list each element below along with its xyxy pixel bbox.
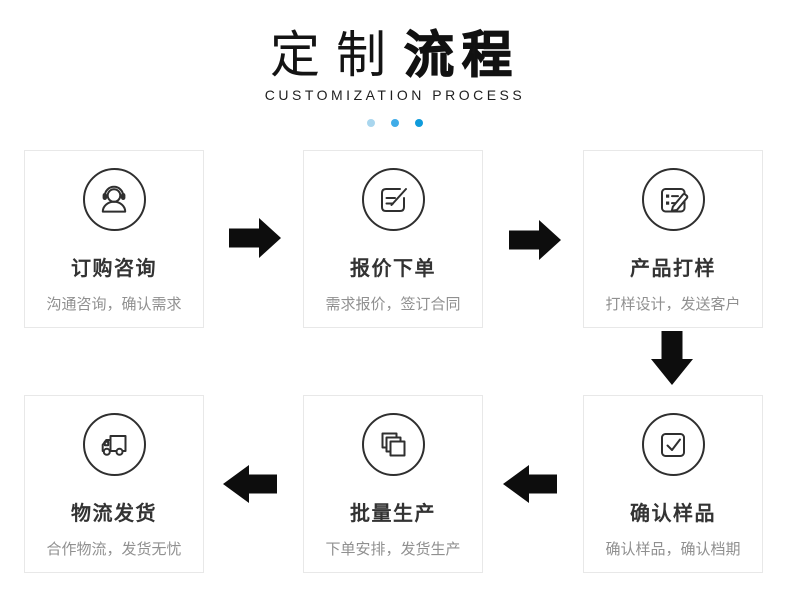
checkbox-confirm-icon [641, 413, 705, 476]
arrow-left-step4-to-step5 [503, 465, 557, 503]
page-title: 定制流程 [0, 26, 790, 84]
step-card-product-sampling: 产品打样 打样设计，发送客户 [583, 150, 763, 328]
step-desc: 需求报价，签订合同 [325, 296, 461, 313]
headset-support-icon [82, 168, 146, 231]
page-title-bold: 流程 [403, 26, 520, 83]
arrow-right-step2-to-step3 [509, 220, 561, 260]
step-card-order-consultation: 订购咨询 沟通咨询，确认需求 [24, 150, 204, 328]
step-title: 产品打样 [630, 258, 716, 280]
arrow-down-step3-to-step4 [651, 331, 693, 385]
dot-3 [415, 119, 423, 127]
step-card-mass-production: 批量生产 下单安排，发货生产 [303, 395, 483, 573]
step-card-logistics-delivery: 物流发货 合作物流，发货无忧 [24, 395, 204, 573]
dot-1 [367, 119, 375, 127]
batch-copies-icon [361, 413, 425, 476]
delivery-truck-icon [82, 413, 146, 476]
step-title: 报价下单 [350, 258, 436, 280]
arrow-left-step5-to-step6 [223, 465, 277, 503]
step-title: 批量生产 [350, 503, 436, 525]
step-title: 订购咨询 [71, 258, 157, 280]
step-card-quote-order: 报价下单 需求报价，签订合同 [303, 150, 483, 328]
dots-decoration [0, 119, 790, 127]
step-desc: 沟通咨询，确认需求 [46, 296, 182, 313]
dot-2 [391, 119, 399, 127]
contract-edit-icon [361, 168, 425, 231]
design-draft-icon [641, 168, 705, 231]
step-title: 确认样品 [630, 503, 716, 525]
arrow-right-step1-to-step2 [229, 218, 281, 258]
page-subtitle: CUSTOMIZATION PROCESS [264, 87, 526, 103]
step-desc: 下单安排，发货生产 [325, 541, 461, 558]
step-title: 物流发货 [71, 503, 157, 525]
step-desc: 确认样品，确认档期 [605, 541, 741, 558]
step-card-confirm-sample: 确认样品 确认样品，确认档期 [583, 395, 763, 573]
page-title-light: 定制 [270, 27, 402, 83]
header: 定制流程 CUSTOMIZATION PROCESS [0, 0, 790, 127]
step-desc: 合作物流，发货无忧 [46, 541, 182, 558]
step-desc: 打样设计，发送客户 [605, 296, 741, 313]
